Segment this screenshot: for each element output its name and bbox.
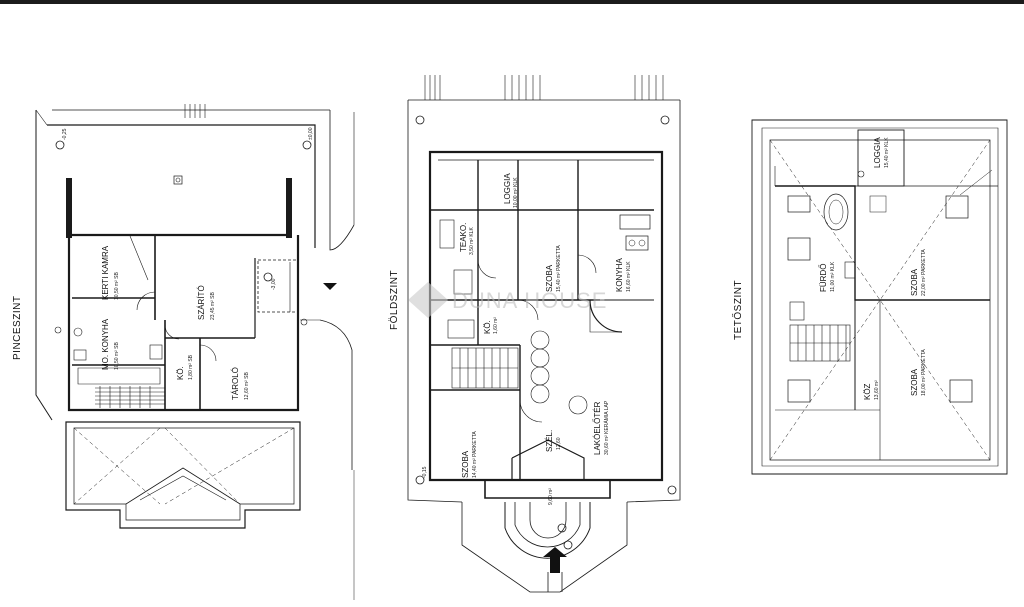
ground-room-loggia-area: 10,00 m² KLK (513, 177, 519, 208)
ground-room-lakoeloter-area: 30,60 m² KERÁMIA LAP (603, 400, 610, 455)
ground-room-szoba-1-area: 15,40 m² PARKETTA (556, 245, 562, 292)
ground-level-entrance: 9,60 m² (548, 488, 554, 505)
attic-room-loggia: LOGGIA (873, 137, 882, 168)
basement-room-szarito-area: 23,45 m² SB (210, 292, 216, 320)
watermark-text: DUNA HOUSE (452, 288, 607, 313)
attic-room-szoba-2-area: 18,00 m² PARKETTA (921, 349, 927, 396)
watermark-logo: DUNA HOUSE (408, 282, 607, 318)
ground-room-konyha: KONYHA (615, 258, 624, 292)
basement-room-ko-area: 1,80 m² SB (188, 354, 194, 380)
ground-room-ko-area: 1,60 m² (493, 317, 499, 334)
basement-level-mark: -3,00 (271, 278, 277, 290)
basement-room-ko: KÖ. (176, 366, 185, 380)
attic-room-furdo-area: 11,00 m² KLK (830, 261, 836, 292)
ground-room-loggia: LOGGIA (503, 173, 512, 204)
ground-room-lakoeloter: LAKÓELŐTÉR (593, 401, 602, 455)
attic-room-loggia-area: 15,40 m² KLK (884, 137, 890, 168)
basement-room-tarolo-area: 12,60 m² SB (244, 372, 250, 400)
basement-room-mo-konyha-area: 10,50 m² SB (114, 342, 120, 370)
ground-room-konyha-area: 16,60 m² KLK (626, 261, 632, 292)
basement-plan (35, 104, 355, 600)
basement-title: PINCESZINT (12, 296, 23, 360)
attic-room-szoba-1-area: 22,00 m² PARKETTA (921, 249, 927, 296)
ground-room-szel: SZÉL. (545, 430, 554, 452)
basement-room-kerti-kamra-area: 10,50 m² SB (114, 272, 120, 300)
ground-room-teako-area: 3,50 m² KLK (469, 227, 475, 255)
basement-room-tarolo: TÁROLÓ (231, 367, 240, 400)
attic-plan (751, 119, 1008, 475)
ground-floor-title: FÖLDSZINT (388, 270, 400, 330)
ground-room-szoba-1: SZOBA (545, 264, 554, 292)
ground-room-ko: KÖ. (483, 320, 492, 334)
attic-room-furdo: FÜRDŐ (819, 264, 828, 292)
basement-level-top: -0,25 (62, 128, 68, 140)
ground-floor-plan (407, 75, 681, 593)
basement-level-right: ±0,00 (308, 127, 314, 140)
ground-room-szel-area: 12,60 (556, 437, 562, 450)
attic-title: TETŐSZINT (730, 280, 744, 340)
attic-room-koz-area: 13,60 m² (874, 380, 880, 400)
basement-room-kerti-kamra: KERTI KAMRA (101, 245, 110, 300)
top-border-strip (0, 0, 1024, 4)
attic-room-szoba-2: SZOBA (910, 368, 919, 396)
basement-room-mo-konyha: MO. KONYHA (101, 318, 110, 370)
attic-room-koz: KÖZ (863, 383, 872, 400)
ground-room-szoba-2: SZOBA (461, 450, 470, 478)
ground-level-left: -0,15 (422, 466, 428, 478)
attic-room-szoba-1: SZOBA (910, 268, 919, 296)
ground-room-teako: TEAKO. (459, 223, 468, 252)
ground-room-szoba-2-area: 14,40 m² PARKETTA (472, 431, 478, 478)
basement-room-szarito: SZÁRÍTÓ (197, 285, 206, 320)
